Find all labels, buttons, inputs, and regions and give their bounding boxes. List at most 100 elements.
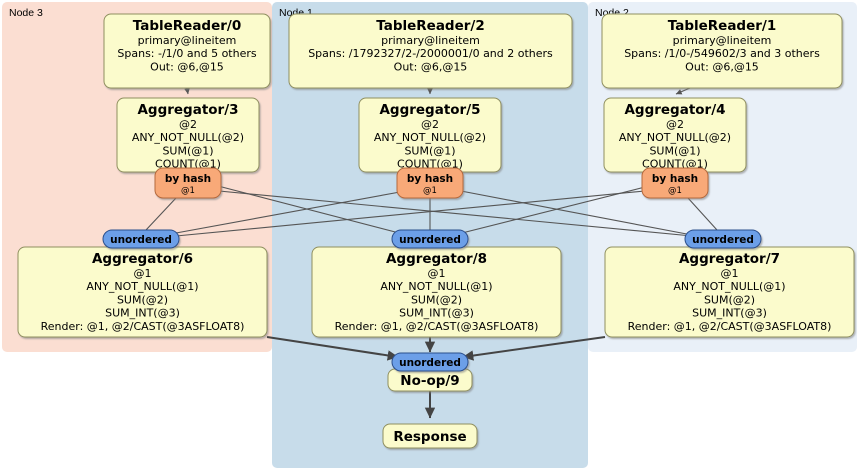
processor-box-aggregator7[interactable]: Aggregator/7@1ANY_NOT_NULL(@1)SUM(@2)SUM…	[604, 246, 855, 338]
hash-router-column: @1	[668, 186, 682, 196]
box-title: Response	[393, 429, 466, 445]
box-detail-line: Spans: /1792327/2-/2000001/0 and 2 other…	[308, 47, 553, 60]
unordered-background	[102, 229, 180, 249]
processor-box-aggregator6[interactable]: Aggregator/6@1ANY_NOT_NULL(@1)SUM(@2)SUM…	[17, 246, 268, 338]
box-detail-line: @1	[134, 267, 152, 280]
box-title: TableReader/2	[376, 18, 485, 34]
box-detail-line: ANY_NOT_NULL(@2)	[619, 131, 731, 144]
box-detail-line: SUM_INT(@3)	[692, 307, 767, 320]
unordered-synchronizer-unordered8[interactable]: unordered	[391, 229, 469, 249]
box-detail-line: ANY_NOT_NULL(@2)	[132, 131, 244, 144]
edge-hash3-to-unordered6	[145, 197, 177, 231]
unordered-background	[391, 229, 469, 249]
hash-router-label: by hash	[165, 173, 211, 185]
box-title: Aggregator/7	[679, 251, 780, 267]
box-background	[288, 13, 573, 89]
box-detail-line: @2	[421, 118, 439, 131]
unordered-label: unordered	[110, 234, 172, 246]
edge-hash5-to-unordered7	[460, 190, 693, 236]
processor-box-noop9[interactable]: No-op/9	[387, 368, 473, 392]
box-title: TableReader/1	[668, 18, 777, 34]
box-detail-line: SUM(@1)	[404, 144, 455, 157]
box-background	[382, 423, 478, 449]
processor-box-aggregator3[interactable]: Aggregator/3@2ANY_NOT_NULL(@2)SUM(@1)COU…	[116, 97, 260, 173]
hash-router-label: by hash	[407, 173, 453, 185]
box-title: No-op/9	[400, 373, 459, 389]
box-detail-line: ANY_NOT_NULL(@1)	[380, 280, 492, 293]
hash-router-column: @1	[423, 186, 437, 196]
box-detail-line: ANY_NOT_NULL(@1)	[86, 280, 198, 293]
edge-hash4-to-unordered7	[687, 197, 718, 231]
unordered-synchronizer-unordered7[interactable]: unordered	[684, 229, 762, 249]
box-title: Aggregator/8	[386, 251, 487, 267]
processor-box-aggregator8[interactable]: Aggregator/8@1ANY_NOT_NULL(@1)SUM(@2)SUM…	[311, 246, 562, 338]
unordered-label: unordered	[399, 357, 461, 369]
edge-hash4-to-unordered8	[457, 186, 646, 235]
box-detail-line: Out: @6,@15	[394, 60, 468, 73]
edge-hash5-to-unordered6	[175, 191, 401, 234]
box-detail-line: primary@lineitem	[138, 34, 237, 47]
box-detail-line: SUM_INT(@3)	[399, 307, 474, 320]
box-detail-line: Spans: /1/0-/549602/3 and 3 others	[624, 47, 820, 60]
box-detail-line: Out: @6,@15	[150, 60, 224, 73]
box-detail-line: SUM(@1)	[162, 144, 213, 157]
edge-hash4-to-unordered6	[175, 190, 646, 237]
edge-aggregator7-to-unordered9	[462, 336, 606, 361]
box-title: Aggregator/4	[624, 102, 725, 118]
box-title: TableReader/0	[133, 18, 242, 34]
unordered-label: unordered	[399, 234, 461, 246]
box-detail-line: SUM(@2)	[117, 293, 168, 306]
box-background	[103, 13, 271, 89]
box-detail-line: @1	[428, 267, 446, 280]
box-detail-line: Render: @1, @2/CAST(@3ASFLOAT8)	[335, 320, 539, 333]
box-background	[601, 13, 843, 89]
hash-router-hash5[interactable]: by hash@1	[396, 167, 464, 199]
box-detail-line: SUM(@2)	[411, 293, 462, 306]
edge-tablereader0-to-aggregator3	[184, 87, 190, 95]
hash-router-column: @1	[181, 186, 195, 196]
unordered-background	[684, 229, 762, 249]
box-detail-line: @1	[721, 267, 739, 280]
hash-router-label: by hash	[652, 173, 698, 185]
box-detail-line: @2	[666, 118, 684, 131]
box-detail-line: Render: @1, @2/CAST(@3ASFLOAT8)	[41, 320, 245, 333]
box-detail-line: COUNT(@1)	[155, 158, 221, 171]
box-detail-line: COUNT(@1)	[642, 158, 708, 171]
hash-router-hash4[interactable]: by hash@1	[641, 167, 709, 199]
node-region-label: Node 3	[9, 7, 43, 19]
box-detail-line: Render: @1, @2/CAST(@3ASFLOAT8)	[628, 320, 832, 333]
processor-box-response[interactable]: Response	[382, 423, 478, 449]
box-detail-line: SUM(@1)	[649, 144, 700, 157]
hash-router-background	[154, 167, 222, 199]
edge-aggregator6-to-unordered9	[266, 336, 399, 361]
box-detail-line: SUM(@2)	[704, 293, 755, 306]
processor-box-aggregator5[interactable]: Aggregator/5@2ANY_NOT_NULL(@2)SUM(@1)COU…	[358, 97, 502, 173]
processor-box-aggregator4[interactable]: Aggregator/4@2ANY_NOT_NULL(@2)SUM(@1)COU…	[603, 97, 747, 173]
box-detail-line: Out: @6,@15	[685, 60, 759, 73]
hash-router-background	[396, 167, 464, 199]
box-title: Aggregator/5	[379, 102, 480, 118]
box-detail-line: SUM_INT(@3)	[105, 307, 180, 320]
hash-router-hash3[interactable]: by hash@1	[154, 167, 222, 199]
box-detail-line: Spans: -/1/0 and 5 others	[117, 47, 256, 60]
box-detail-line: @2	[179, 118, 197, 131]
box-detail-line: primary@lineitem	[381, 34, 480, 47]
edge-hash3-to-unordered7	[218, 190, 693, 237]
hash-router-background	[641, 167, 709, 199]
edges	[145, 87, 718, 419]
unordered-label: unordered	[692, 234, 754, 246]
box-detail-line: ANY_NOT_NULL(@2)	[374, 131, 486, 144]
edge-tablereader1-to-aggregator4	[675, 87, 691, 95]
unordered-synchronizer-unordered6[interactable]: unordered	[102, 229, 180, 249]
unordered-synchronizer-unordered9[interactable]: unordered	[391, 352, 469, 372]
box-detail-line: COUNT(@1)	[397, 158, 463, 171]
box-detail-line: primary@lineitem	[673, 34, 772, 47]
box-title: Aggregator/6	[92, 251, 193, 267]
